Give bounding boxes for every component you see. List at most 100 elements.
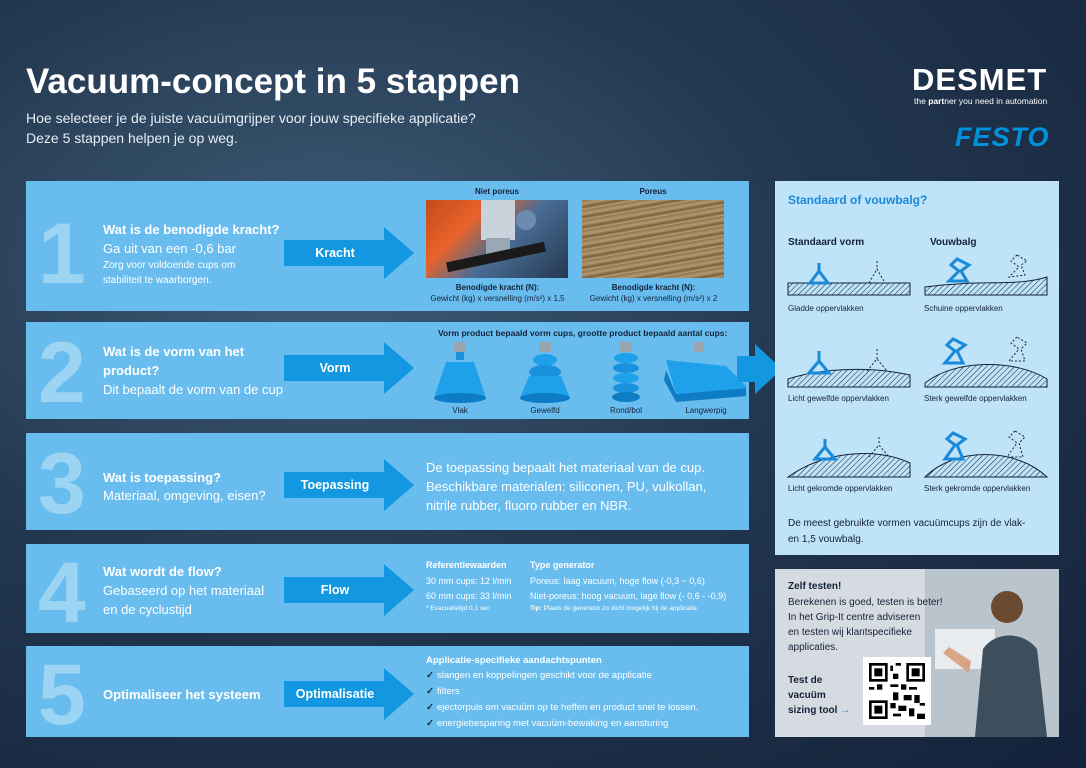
step-number: 5 xyxy=(38,647,86,743)
surface-caption: Sterk gekromde oppervlakken xyxy=(924,484,1031,493)
generator-value: Niet-poreus: hoog vacuum, lage flow (- 0… xyxy=(530,591,727,601)
strongly-curved-surface-bellow-icon xyxy=(924,336,1048,388)
generator-header: Type generator xyxy=(530,560,595,570)
flat-cup-icon xyxy=(434,342,486,403)
test-panel: Zelf testen! Berekenen is goed, testen i… xyxy=(775,569,1059,737)
column-header: Standaard vorm xyxy=(788,237,865,248)
arrow-label: Optimalisatie xyxy=(295,687,375,701)
reference-value: 30 mm cups: 12 l/min xyxy=(426,576,512,586)
cup-type-panel: Standaard of vouwbalg? Standaard vorm Vo… xyxy=(775,181,1059,555)
step-description: en de cyclustijd xyxy=(103,602,192,617)
qr-code-icon[interactable] xyxy=(863,657,931,725)
generator-tip: Tip: Plaats de generator zo dicht mogeli… xyxy=(530,605,699,612)
page-subtitle: Hoe selecteer je de juiste vacuümgrijper… xyxy=(26,110,476,126)
check-icon: ✓ xyxy=(426,702,434,713)
check-icon: ✓ xyxy=(426,670,434,681)
flat-surface-standard-icon xyxy=(787,261,911,296)
porous-photo xyxy=(582,200,724,278)
non-porous-photo xyxy=(426,200,568,278)
page-subtitle: Deze 5 stappen helpen je op weg. xyxy=(26,130,238,146)
arrow-label: Flow xyxy=(320,583,350,597)
step-description: Gebaseerd op het materiaal xyxy=(103,583,265,598)
checklist-item: ✓energiebesparing met vacuüm-bewaking en… xyxy=(426,718,669,729)
arrow-label: Toepassing xyxy=(300,478,370,492)
step-arrow: Kracht xyxy=(284,227,414,279)
reference-note: * Evacuatietijd 0,1 sec xyxy=(426,605,490,612)
step-arrow: Flow xyxy=(284,564,414,616)
step-note: stabiliteit te waarborgen. xyxy=(103,275,212,286)
surface-diagrams xyxy=(786,254,1049,478)
robot-gripper-image xyxy=(446,200,546,273)
checklist-header: Applicatie-specifieke aandachtspunten xyxy=(426,655,602,666)
arrow-right-icon: → xyxy=(840,705,851,716)
step-question: Wat is de vorm van het xyxy=(103,344,245,359)
surface-caption: Sterk gewelfde oppervlakken xyxy=(924,394,1027,403)
step-question: Wat wordt de flow? xyxy=(103,564,222,579)
photo-label: Niet poreus xyxy=(474,187,519,196)
surface-caption: Licht gewelfde oppervlakken xyxy=(788,394,889,403)
check-icon: ✓ xyxy=(426,686,434,697)
checklist-item: ✓filters xyxy=(426,686,460,697)
step-question: Wat is de benodigde kracht? xyxy=(103,222,280,237)
lightly-curved-surface-standard-icon xyxy=(787,349,911,388)
suction-cups-image xyxy=(434,342,746,403)
arrow-label: Kracht xyxy=(315,246,355,260)
panel-title: Standaard of vouwbalg? xyxy=(788,193,928,207)
desmet-logo: DESMET xyxy=(912,62,1048,97)
step-arrow: Vorm xyxy=(284,342,414,394)
oval-cup-icon xyxy=(664,342,746,402)
bellow-cup-icon xyxy=(520,342,570,403)
step-arrow: Optimalisatie xyxy=(284,668,414,720)
surface-caption: Schuine oppervlakken xyxy=(924,304,1003,313)
page-title: Vacuum-concept in 5 stappen xyxy=(26,62,520,101)
cup-caption: Vlak xyxy=(452,406,468,415)
cup-caption: Gewelfd xyxy=(530,406,560,415)
step-1-panel: 1 Wat is de benodigde kracht? Ga uit van… xyxy=(26,181,749,311)
sloped-surface-bellow-icon xyxy=(924,254,1048,296)
check-icon: ✓ xyxy=(426,718,434,729)
strongly-bent-surface-bellow-icon xyxy=(923,430,1049,478)
material-text: De toepassing bepaalt het materiaal van … xyxy=(426,460,707,513)
photo-caption: Benodigde kracht (N):Gewicht (kg) x vers… xyxy=(589,283,718,303)
step-description: Dit bepaalt de vorm van de cup xyxy=(103,382,283,397)
step-question: product? xyxy=(103,363,160,378)
step-4-panel: 4 Wat wordt de flow? Gebaseerd op het ma… xyxy=(26,544,749,641)
panel-note: De meest gebruikte vormen vacuümcups zij… xyxy=(788,518,1026,545)
cup-caption: Langwerpig xyxy=(685,406,727,415)
lightly-bent-surface-standard-icon xyxy=(786,437,911,478)
generator-value: Poreus: laag vacuum, hoge flow (-0,3 ~ 0… xyxy=(530,576,705,586)
cups-header: Vorm product bepaald vorm cups, grootte … xyxy=(438,328,728,338)
photo-label: Poreus xyxy=(639,187,667,196)
step-5-panel: 5 Optimaliseer het systeem Optimalisatie… xyxy=(26,646,749,743)
reference-header: Referentiewaarden xyxy=(426,560,507,570)
desmet-tagline: the partner you need in automation xyxy=(914,96,1048,106)
column-header: Vouwbalg xyxy=(930,237,977,248)
step-number: 1 xyxy=(38,206,86,302)
arrow-label: Vorm xyxy=(319,361,351,375)
festo-logo: FESTO xyxy=(955,122,1050,152)
reference-value: 60 mm cups: 33 l/min xyxy=(426,591,512,601)
photo-caption: Benodigde kracht (N):Gewicht (kg) x vers… xyxy=(430,283,565,303)
step-number: 3 xyxy=(38,436,86,532)
cup-caption: Rond/bol xyxy=(609,406,643,415)
surface-caption: Gladde oppervlakken xyxy=(788,304,864,313)
step-question: Optimaliseer het systeem xyxy=(103,687,261,702)
step-3-panel: 3 Wat is toepassing? Materiaal, omgeving… xyxy=(26,433,749,530)
test-description: Berekenen is goed, testen is beter! In h… xyxy=(788,597,943,653)
sizing-tool-link[interactable]: Test de vacuüm sizing tool → xyxy=(788,675,851,716)
step-number: 2 xyxy=(38,325,86,421)
checklist-item: ✓ejectorpuls om vacuüm op te heffen en p… xyxy=(426,702,699,713)
step-2-panel: 2 Wat is de vorm van het product? Dit be… xyxy=(26,322,749,419)
step-description: Materiaal, omgeving, eisen? xyxy=(103,488,266,503)
step-question: Wat is toepassing? xyxy=(103,470,221,485)
connector-arrow xyxy=(737,344,782,394)
checklist-item: ✓slangen en koppelingen geschikt voor de… xyxy=(426,670,652,681)
multi-bellow-cup-icon xyxy=(612,342,640,402)
step-number: 4 xyxy=(38,545,86,641)
surface-caption: Licht gekromde oppervlakken xyxy=(788,484,893,493)
test-header: Zelf testen! xyxy=(788,581,842,592)
step-description: Ga uit van een -0,6 bar xyxy=(103,241,236,256)
grip-it-photo xyxy=(775,569,1059,737)
step-note: Zorg voor voldoende cups om xyxy=(103,260,236,271)
step-arrow: Toepassing xyxy=(284,459,414,511)
